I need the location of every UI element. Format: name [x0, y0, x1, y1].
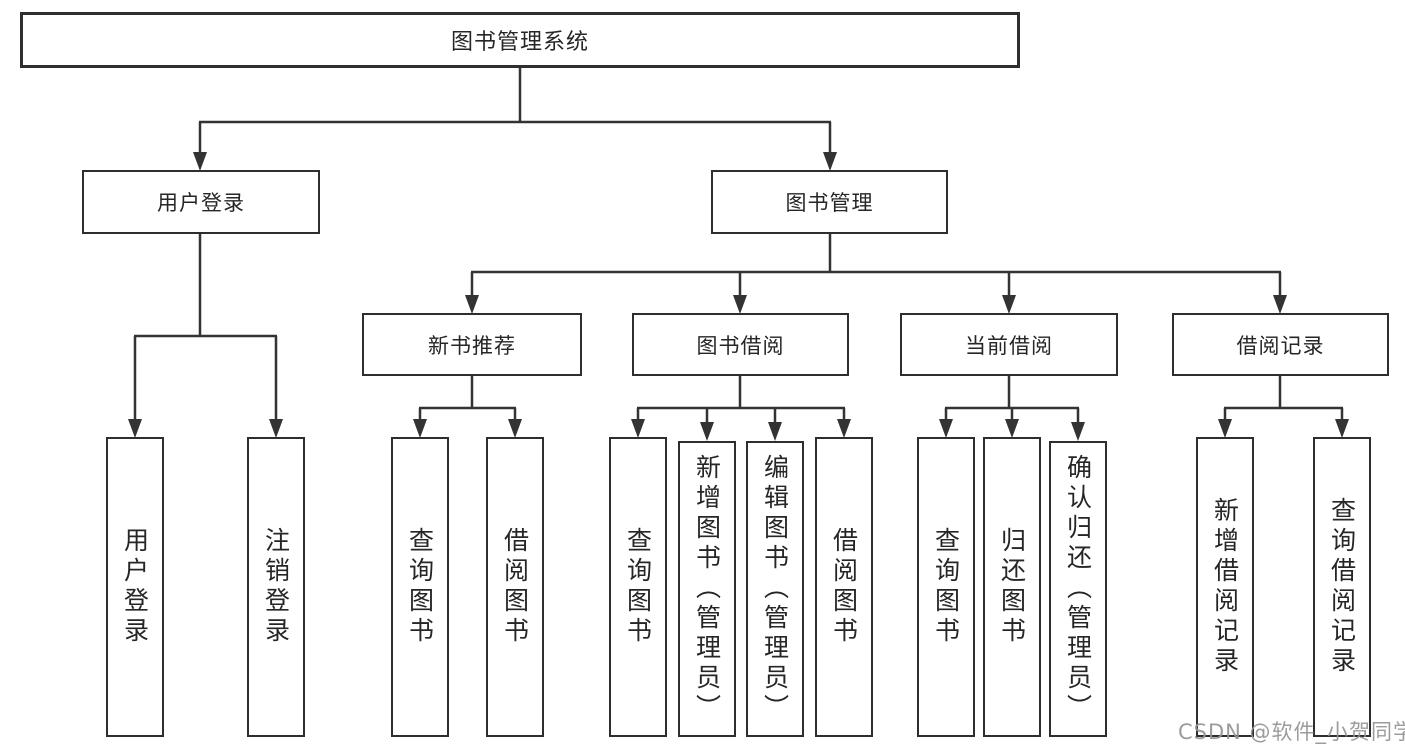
connector-userlogin-to-leaves	[128, 234, 283, 438]
leaf-edit-books-admin: 编辑图书（管理员）	[746, 441, 804, 737]
node-label: 新增借阅记录	[1210, 497, 1240, 677]
node-book-borrowing: 图书借阅	[632, 313, 849, 376]
node-book-management: 图书管理	[711, 170, 948, 234]
node-label: 借阅记录	[1236, 333, 1325, 358]
leaf-logout: 注销登录	[247, 437, 305, 737]
node-label: 借阅图书	[829, 527, 859, 647]
leaf-query-books-current: 查询图书	[917, 437, 975, 737]
node-new-book-recommend: 新书推荐	[362, 313, 582, 376]
leaf-return-books: 归还图书	[983, 437, 1041, 737]
node-label: 用户登录	[157, 191, 245, 215]
leaf-query-books-recommend: 查询图书	[391, 437, 449, 737]
node-label: 归还图书	[997, 527, 1027, 647]
node-label: 借阅图书	[500, 527, 530, 647]
leaf-query-borrow-record: 查询借阅记录	[1313, 437, 1371, 737]
node-label: 查询图书	[405, 527, 435, 647]
node-current-borrowing: 当前借阅	[900, 313, 1118, 376]
node-label: 当前借阅	[965, 333, 1053, 358]
node-label: 新增图书（管理员）	[692, 454, 722, 724]
connector-root-to-level2	[193, 68, 837, 171]
node-root-library-system: 图书管理系统	[20, 12, 1020, 68]
leaf-confirm-return-admin: 确认归还（管理员）	[1049, 441, 1107, 737]
node-label: 图书管理系统	[450, 30, 589, 55]
node-label: 查询图书	[931, 527, 961, 647]
node-borrowing-records: 借阅记录	[1172, 313, 1389, 376]
connector-currentborrow-to-leaves	[939, 376, 1085, 441]
node-label: 图书管理	[785, 191, 874, 215]
node-label: 新书推荐	[428, 333, 516, 358]
node-label: 查询借阅记录	[1327, 497, 1357, 677]
node-label: 注销登录	[261, 527, 291, 647]
node-label: 图书借阅	[696, 333, 785, 358]
leaf-add-books-admin: 新增图书（管理员）	[678, 441, 736, 737]
node-label: 查询图书	[623, 527, 653, 647]
connector-newbookrec-to-leaves	[413, 376, 522, 438]
node-label: 用户登录	[120, 527, 150, 647]
leaf-add-borrow-record: 新增借阅记录	[1196, 437, 1254, 737]
leaf-borrow-books-recommend: 借阅图书	[486, 437, 544, 737]
leaf-user-login: 用户登录	[106, 437, 164, 737]
node-label: 编辑图书（管理员）	[760, 454, 790, 724]
connector-borrowrecords-to-leaves	[1218, 376, 1349, 438]
connector-bookmgmt-to-level3	[465, 234, 1287, 314]
connector-bookborrow-to-leaves	[631, 376, 851, 441]
leaf-query-books-borrow: 查询图书	[609, 437, 667, 737]
node-label: 确认归还（管理员）	[1063, 454, 1093, 724]
leaf-borrow-books: 借阅图书	[815, 437, 873, 737]
csdn-watermark: CSDN @软件_小贺同学	[1178, 720, 1405, 744]
node-user-login: 用户登录	[82, 170, 320, 234]
